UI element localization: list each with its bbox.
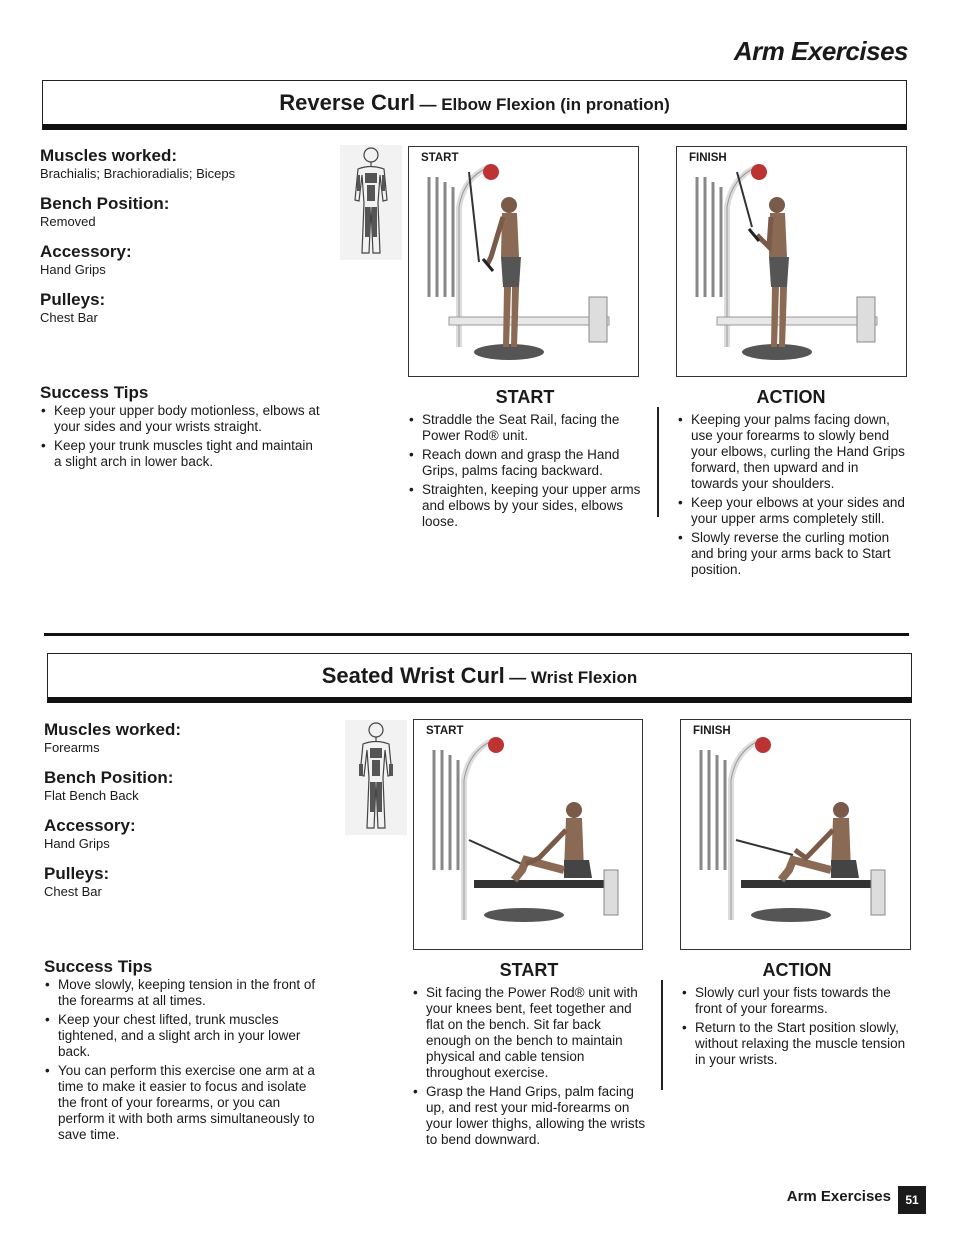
muscles-label: Muscles worked: [44, 720, 181, 739]
list-item: Move slowly, keeping tension in the fron… [44, 977, 324, 1009]
action-steps: Slowly curl your fists towards the front… [681, 985, 911, 1071]
photo-start-tag: START [421, 152, 459, 164]
pulleys-value: Chest Bar [44, 884, 102, 899]
action-steps: Keeping your palms facing down, use your… [677, 412, 907, 581]
bench-label: Bench Position: [40, 194, 170, 213]
list-item: Keep your chest lifted, trunk muscles ti… [44, 1012, 324, 1060]
section-header-seated-wrist-curl: Seated Wrist Curl — Wrist Flexion [47, 653, 912, 703]
list-item: Reach down and grasp the Hand Grips, pal… [408, 447, 643, 479]
list-item: Sit facing the Power Rod® unit with your… [412, 985, 647, 1081]
list-item: Slowly curl your fists towards the front… [681, 985, 911, 1017]
photo-start-tag: START [426, 725, 464, 737]
action-heading: ACTION [756, 387, 826, 407]
muscles-value: Brachialis; Brachioradialis; Biceps [40, 166, 236, 181]
list-item: You can perform this exercise one arm at… [44, 1063, 324, 1143]
section-subtitle: — Wrist Flexion [509, 668, 638, 687]
list-item: Keep your trunk muscles tight and mainta… [40, 438, 320, 470]
start-steps: Sit facing the Power Rod® unit with your… [412, 985, 647, 1151]
list-item: Return to the Start position slowly, wit… [681, 1020, 911, 1068]
bench-value: Removed [40, 214, 96, 229]
section-subtitle: — Elbow Flexion (in pronation) [419, 95, 670, 114]
list-item: Keep your elbows at your sides and your … [677, 495, 907, 527]
section-title: Seated Wrist Curl [321, 663, 505, 688]
bench-value: Flat Bench Back [44, 788, 139, 803]
accessory-label: Accessory: [44, 816, 136, 835]
divider [661, 980, 663, 1090]
muscles-value: Forearms [44, 740, 100, 755]
bench-label: Bench Position: [44, 768, 174, 787]
exercise-info: Muscles worked: Forearms Bench Position:… [44, 720, 334, 912]
pulleys-label: Pulleys: [44, 864, 110, 883]
section-header-reverse-curl: Reverse Curl — Elbow Flexion (in pronati… [42, 80, 907, 130]
anatomy-figure [345, 720, 407, 835]
exercise-info: Muscles worked: Brachialis; Brachioradia… [40, 146, 330, 338]
accessory-label: Accessory: [40, 242, 132, 261]
success-tips-label: Success Tips [44, 957, 153, 976]
page-number: 51 [898, 1186, 926, 1214]
start-steps: Straddle the Seat Rail, facing the Power… [408, 412, 643, 533]
list-item: Keeping your palms facing down, use your… [677, 412, 907, 492]
accessory-value: Hand Grips [40, 262, 106, 277]
page-title: Arm Exercises [733, 36, 909, 66]
muscles-label: Muscles worked: [40, 146, 177, 165]
success-tips: Success Tips Keep your upper body motion… [40, 383, 320, 473]
list-item: Straighten, keeping your upper arms and … [408, 482, 643, 530]
list-item: Keep your upper body motionless, elbows … [40, 403, 320, 435]
pulleys-value: Chest Bar [40, 310, 98, 325]
footer-label: Arm Exercises [786, 1188, 891, 1205]
list-item: Slowly reverse the curling motion and br… [677, 530, 907, 578]
anatomy-figure [340, 145, 402, 260]
photo-finish-tag: FINISH [693, 725, 731, 737]
action-heading: ACTION [762, 960, 832, 980]
photo-start: START [413, 719, 643, 950]
section-title: Reverse Curl [279, 90, 416, 115]
success-tips: Success Tips Move slowly, keeping tensio… [44, 957, 324, 1146]
section-divider [44, 633, 909, 636]
list-item: Grasp the Hand Grips, palm facing up, an… [412, 1084, 647, 1148]
start-heading: START [499, 960, 559, 980]
photo-finish-tag: FINISH [689, 152, 727, 164]
success-tips-label: Success Tips [40, 383, 149, 402]
start-heading: START [495, 387, 555, 407]
photo-finish: FINISH [680, 719, 911, 950]
list-item: Straddle the Seat Rail, facing the Power… [408, 412, 643, 444]
photo-start: START [408, 146, 639, 377]
photo-finish: FINISH [676, 146, 907, 377]
accessory-value: Hand Grips [44, 836, 110, 851]
pulleys-label: Pulleys: [40, 290, 106, 309]
divider [657, 407, 659, 517]
